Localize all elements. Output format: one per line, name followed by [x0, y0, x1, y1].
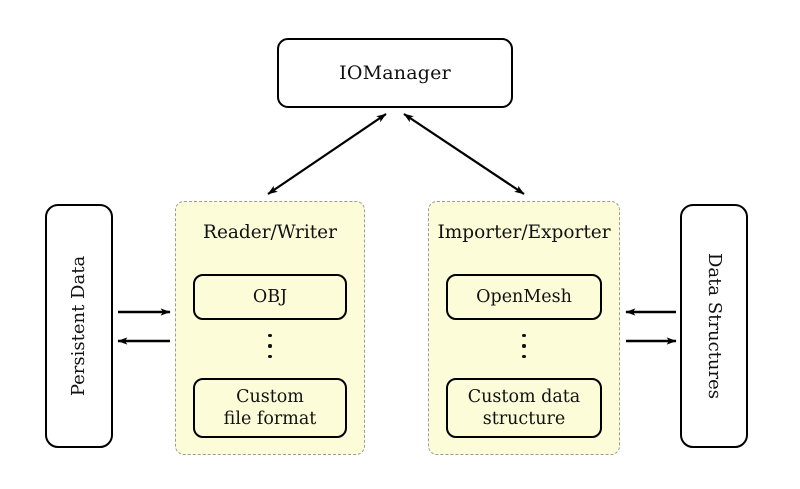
arrow-iomanager-importer-exporter: [403, 113, 525, 195]
node-custom-data-structure[interactable]: Custom data structure: [446, 378, 602, 438]
arrow-iomanager-reader-writer: [267, 113, 387, 195]
node-data-structures-label: Data Structures: [704, 252, 726, 400]
node-custom-data-structure-label-line2: structure: [482, 409, 566, 429]
dot: [268, 344, 272, 348]
node-persistent-data-label: Persistent Data: [68, 255, 90, 397]
node-custom-file-format-label-line2: file format: [223, 409, 317, 429]
node-custom-data-structure-label-line1: Custom data: [467, 386, 581, 407]
dot: [268, 354, 272, 359]
panel-reader-writer-title: Reader/Writer: [203, 222, 337, 243]
dot: [522, 334, 526, 338]
node-openmesh[interactable]: OpenMesh: [446, 274, 602, 320]
node-data-structures[interactable]: Data Structures: [680, 204, 748, 448]
node-iomanager[interactable]: IOManager: [277, 38, 513, 108]
node-persistent-data[interactable]: Persistent Data: [45, 204, 113, 448]
ellipsis-reader-writer: [176, 334, 364, 365]
dot: [522, 354, 526, 359]
dot: [268, 334, 272, 338]
node-iomanager-label: IOManager: [339, 62, 451, 84]
dot: [522, 344, 526, 348]
node-custom-file-format-label-line1: Custom: [236, 386, 304, 407]
panel-reader-writer[interactable]: Reader/Writer OBJ Custom file format: [175, 201, 365, 455]
node-custom-file-format[interactable]: Custom file format: [193, 378, 347, 438]
node-obj[interactable]: OBJ: [193, 274, 347, 320]
ellipsis-importer-exporter: [429, 334, 619, 365]
panel-importer-exporter[interactable]: Importer/Exporter OpenMesh Custom data s…: [428, 201, 620, 455]
node-obj-label: OBJ: [252, 286, 288, 307]
panel-importer-exporter-title: Importer/Exporter: [437, 222, 611, 243]
node-openmesh-label: OpenMesh: [476, 286, 572, 307]
